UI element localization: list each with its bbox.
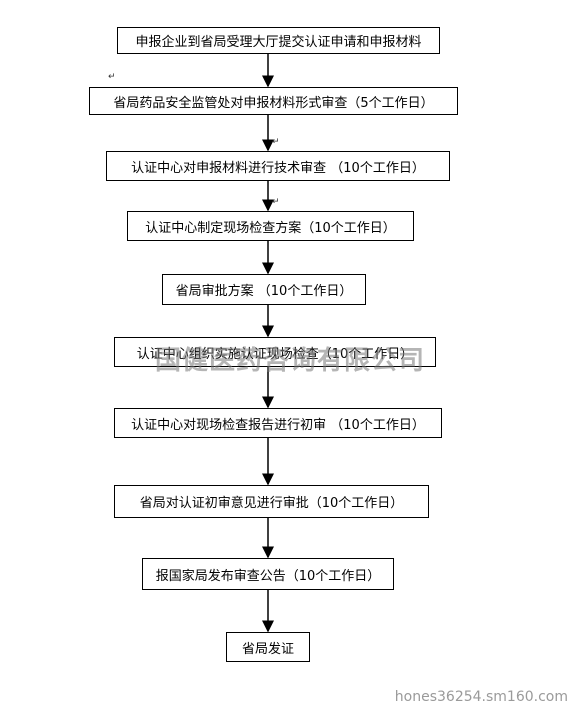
- paragraph-mark: ↵: [272, 137, 280, 147]
- step-6-label: 认证中心组织实施认证现场检查（10个工作日）: [136, 346, 414, 362]
- step-1-box: 申报企业到省局受理大厅提交认证申请和申报材料: [117, 27, 440, 54]
- step-8-label: 省局对认证初审意见进行审批（10个工作日）: [139, 496, 404, 511]
- step-9-label: 报国家局发布审查公告（10个工作日）: [155, 568, 381, 584]
- watermark-text: 国健医药咨询有限公司: [155, 346, 426, 376]
- step-10-label: 省局发证: [241, 641, 294, 657]
- paragraph-mark: ↵: [108, 72, 116, 82]
- step-3-box: 认证中心对申报材料进行技术审查 （10个工作日）: [106, 151, 450, 181]
- step-5-label: 省局审批方案 （10个工作日）: [175, 284, 353, 299]
- step-4-label: 认证中心制定现场检查方案（10个工作日）: [145, 220, 396, 236]
- step-2-box: 省局药品安全监管处对申报材料形式审查（5个工作日）: [89, 87, 458, 115]
- step-1-label: 申报企业到省局受理大厅提交认证申请和申报材料: [135, 35, 422, 50]
- step-6-box: 认证中心组织实施认证现场检查（10个工作日）: [114, 337, 436, 367]
- step-10-box: 省局发证: [226, 632, 310, 662]
- footer-url: hones36254.sm160.com: [394, 689, 568, 705]
- step-5-box: 省局审批方案 （10个工作日）: [162, 274, 366, 305]
- step-7-box: 认证中心对现场检查报告进行初审 （10个工作日）: [114, 408, 442, 438]
- step-9-box: 报国家局发布审查公告（10个工作日）: [142, 558, 394, 590]
- step-8-box: 省局对认证初审意见进行审批（10个工作日）: [114, 485, 429, 518]
- step-7-label: 认证中心对现场检查报告进行初审 （10个工作日）: [131, 417, 425, 433]
- step-3-label: 认证中心对申报材料进行技术审查 （10个工作日）: [131, 160, 425, 176]
- step-4-box: 认证中心制定现场检查方案（10个工作日）: [127, 211, 414, 241]
- paragraph-mark: ↵: [272, 197, 280, 207]
- step-2-label: 省局药品安全监管处对申报材料形式审查（5个工作日）: [113, 95, 434, 111]
